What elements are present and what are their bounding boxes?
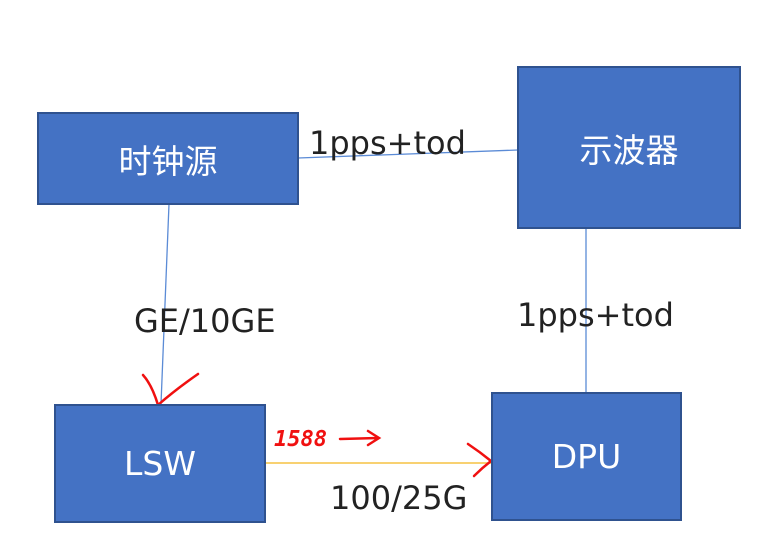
link-label-lsw-dpu: 100/25G [330, 479, 468, 517]
node-oscilloscope: 示波器 [517, 66, 741, 229]
handwritten-arrow-head [466, 442, 494, 478]
node-label: LSW [124, 444, 196, 483]
handwritten-check-arrow [141, 372, 200, 408]
link-label-clock-lsw: GE/10GE [134, 302, 276, 340]
node-label: 示波器 [579, 130, 679, 170]
link-clock-lsw [160, 203, 170, 405]
node-label: 时钟源 [118, 141, 218, 181]
link-label-clock-scope: 1pps+tod [309, 124, 466, 162]
node-clock-source: 时钟源 [37, 112, 299, 205]
handwritten-1588: 1588 [274, 427, 327, 452]
node-lsw: LSW [54, 404, 266, 523]
link-clock-scope [297, 149, 519, 159]
link-label-scope-dpu: 1pps+tod [517, 296, 674, 334]
node-label: DPU [551, 437, 622, 476]
handwritten-arrow-small [338, 429, 382, 447]
node-dpu: DPU [491, 392, 682, 521]
